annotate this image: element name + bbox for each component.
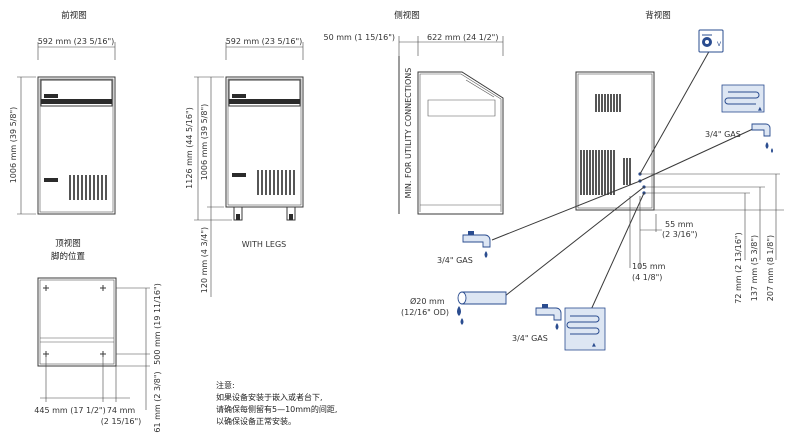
svg-text:▲: ▲	[592, 342, 596, 348]
back-view-title: 背视图	[645, 10, 671, 21]
back-bottom-vent	[580, 150, 615, 195]
electrical-plug-icon: V	[698, 29, 724, 53]
top-side-dim: 74 mm	[107, 406, 136, 415]
water-filter-icon-bottom: ▲	[564, 307, 606, 351]
back-105-dim-in: (4 1/8")	[632, 273, 662, 282]
with-legs-label: WITH LEGS	[242, 240, 287, 249]
installation-note: 注意: 如果设备安装于嵌入或者台下, 请确保每侧留有5—10mm的间距, 以确保…	[216, 380, 337, 426]
side-utility-label: MIN. FOR UTILITY CONNECTIONS	[404, 68, 413, 199]
drain-pipe-icon	[457, 291, 507, 325]
drain-od-label: (12/16" OD)	[401, 308, 449, 317]
gas-bottom-label: 3/4" GAS	[512, 334, 548, 343]
side-body	[417, 71, 504, 215]
back-105-dim: 105 mm	[632, 262, 666, 271]
water-tap-icon-left	[462, 231, 491, 258]
front-view: 前视图 592 mm (23 5/16") 1006 mm (39 5/8	[9, 10, 116, 215]
back-137-dim: 137 mm (5 3/8")	[750, 235, 759, 301]
note-line-2: 请确保每侧留有5—10mm的间距,	[216, 404, 337, 414]
front-width-dim: 592 mm (23 5/16")	[38, 37, 115, 46]
top-view-subtitle: 脚的位置	[51, 251, 86, 262]
back-55-dim: 55 mm	[665, 220, 694, 229]
front-view-title: 前视图	[61, 10, 87, 21]
front-vent-grille	[69, 175, 107, 200]
water-tap-icon-bottom	[535, 304, 562, 330]
back-top-vent	[595, 94, 621, 112]
legs-total-height-dim: 1126 mm (44 5/16")	[185, 107, 194, 189]
legs-body-height-dim: 1006 mm (39 5/8")	[200, 104, 209, 181]
note-heading: 注意:	[216, 380, 235, 390]
top-view: 顶视图 脚的位置 500 mm (19 11/16") 61 mm (2 3/8…	[34, 238, 162, 433]
drain-label: Ø20 mm	[410, 296, 445, 306]
legs-body	[225, 76, 304, 208]
front-top-panel	[40, 79, 113, 107]
foot-positions	[43, 285, 106, 357]
gas-top-label: 3/4" GAS	[705, 130, 741, 139]
side-view-title: 侧视图	[394, 10, 420, 21]
top-front-dim: 61 mm (2 3/8")	[153, 371, 162, 432]
top-width-dim: 445 mm (17 1/2")	[34, 406, 105, 415]
front-height-dim: 1006 mm (39 5/8")	[9, 107, 18, 184]
top-side-dim-in: (2 15/16")	[101, 417, 142, 426]
gas-left-label: 3/4" GAS	[437, 256, 473, 265]
note-line-1: 如果设备安装于嵌入或者台下,	[216, 392, 323, 402]
side-view: 侧视图 50 mm (1 15/16") 622 mm (24 1/2") MI…	[324, 10, 504, 215]
side-depth-dim: 622 mm (24 1/2")	[427, 33, 498, 42]
water-tap-icon-top	[751, 123, 773, 153]
back-207-dim: 207 mm (8 1/8")	[766, 235, 775, 301]
top-view-title: 顶视图	[55, 238, 81, 249]
front-view-legs: 592 mm (23 5/16") WITH LEGS 1126 mm (	[185, 37, 304, 297]
svg-text:V: V	[717, 41, 722, 48]
back-side-vent	[623, 158, 631, 185]
top-depth-dim: 500 mm (19 11/16")	[153, 283, 162, 365]
side-clearance-dim: 50 mm (1 15/16")	[324, 33, 395, 42]
water-filter-icon-top: ▲	[721, 84, 765, 113]
legs-width-dim: 592 mm (23 5/16")	[226, 37, 303, 46]
svg-text:▲: ▲	[758, 106, 762, 112]
back-55-dim-in: (2 3/16")	[662, 230, 698, 239]
top-outline	[37, 277, 117, 367]
note-line-3: 以确保设备正常安装。	[216, 416, 296, 426]
back-72-dim: 72 mm (2 13/16")	[734, 232, 743, 303]
back-view: 背视图	[401, 10, 784, 351]
front-logo	[44, 94, 58, 98]
legs-leg-height-dim: 120 mm (4 3/4")	[200, 227, 209, 293]
front-body	[37, 76, 116, 215]
legs-vent-grille	[257, 170, 295, 195]
